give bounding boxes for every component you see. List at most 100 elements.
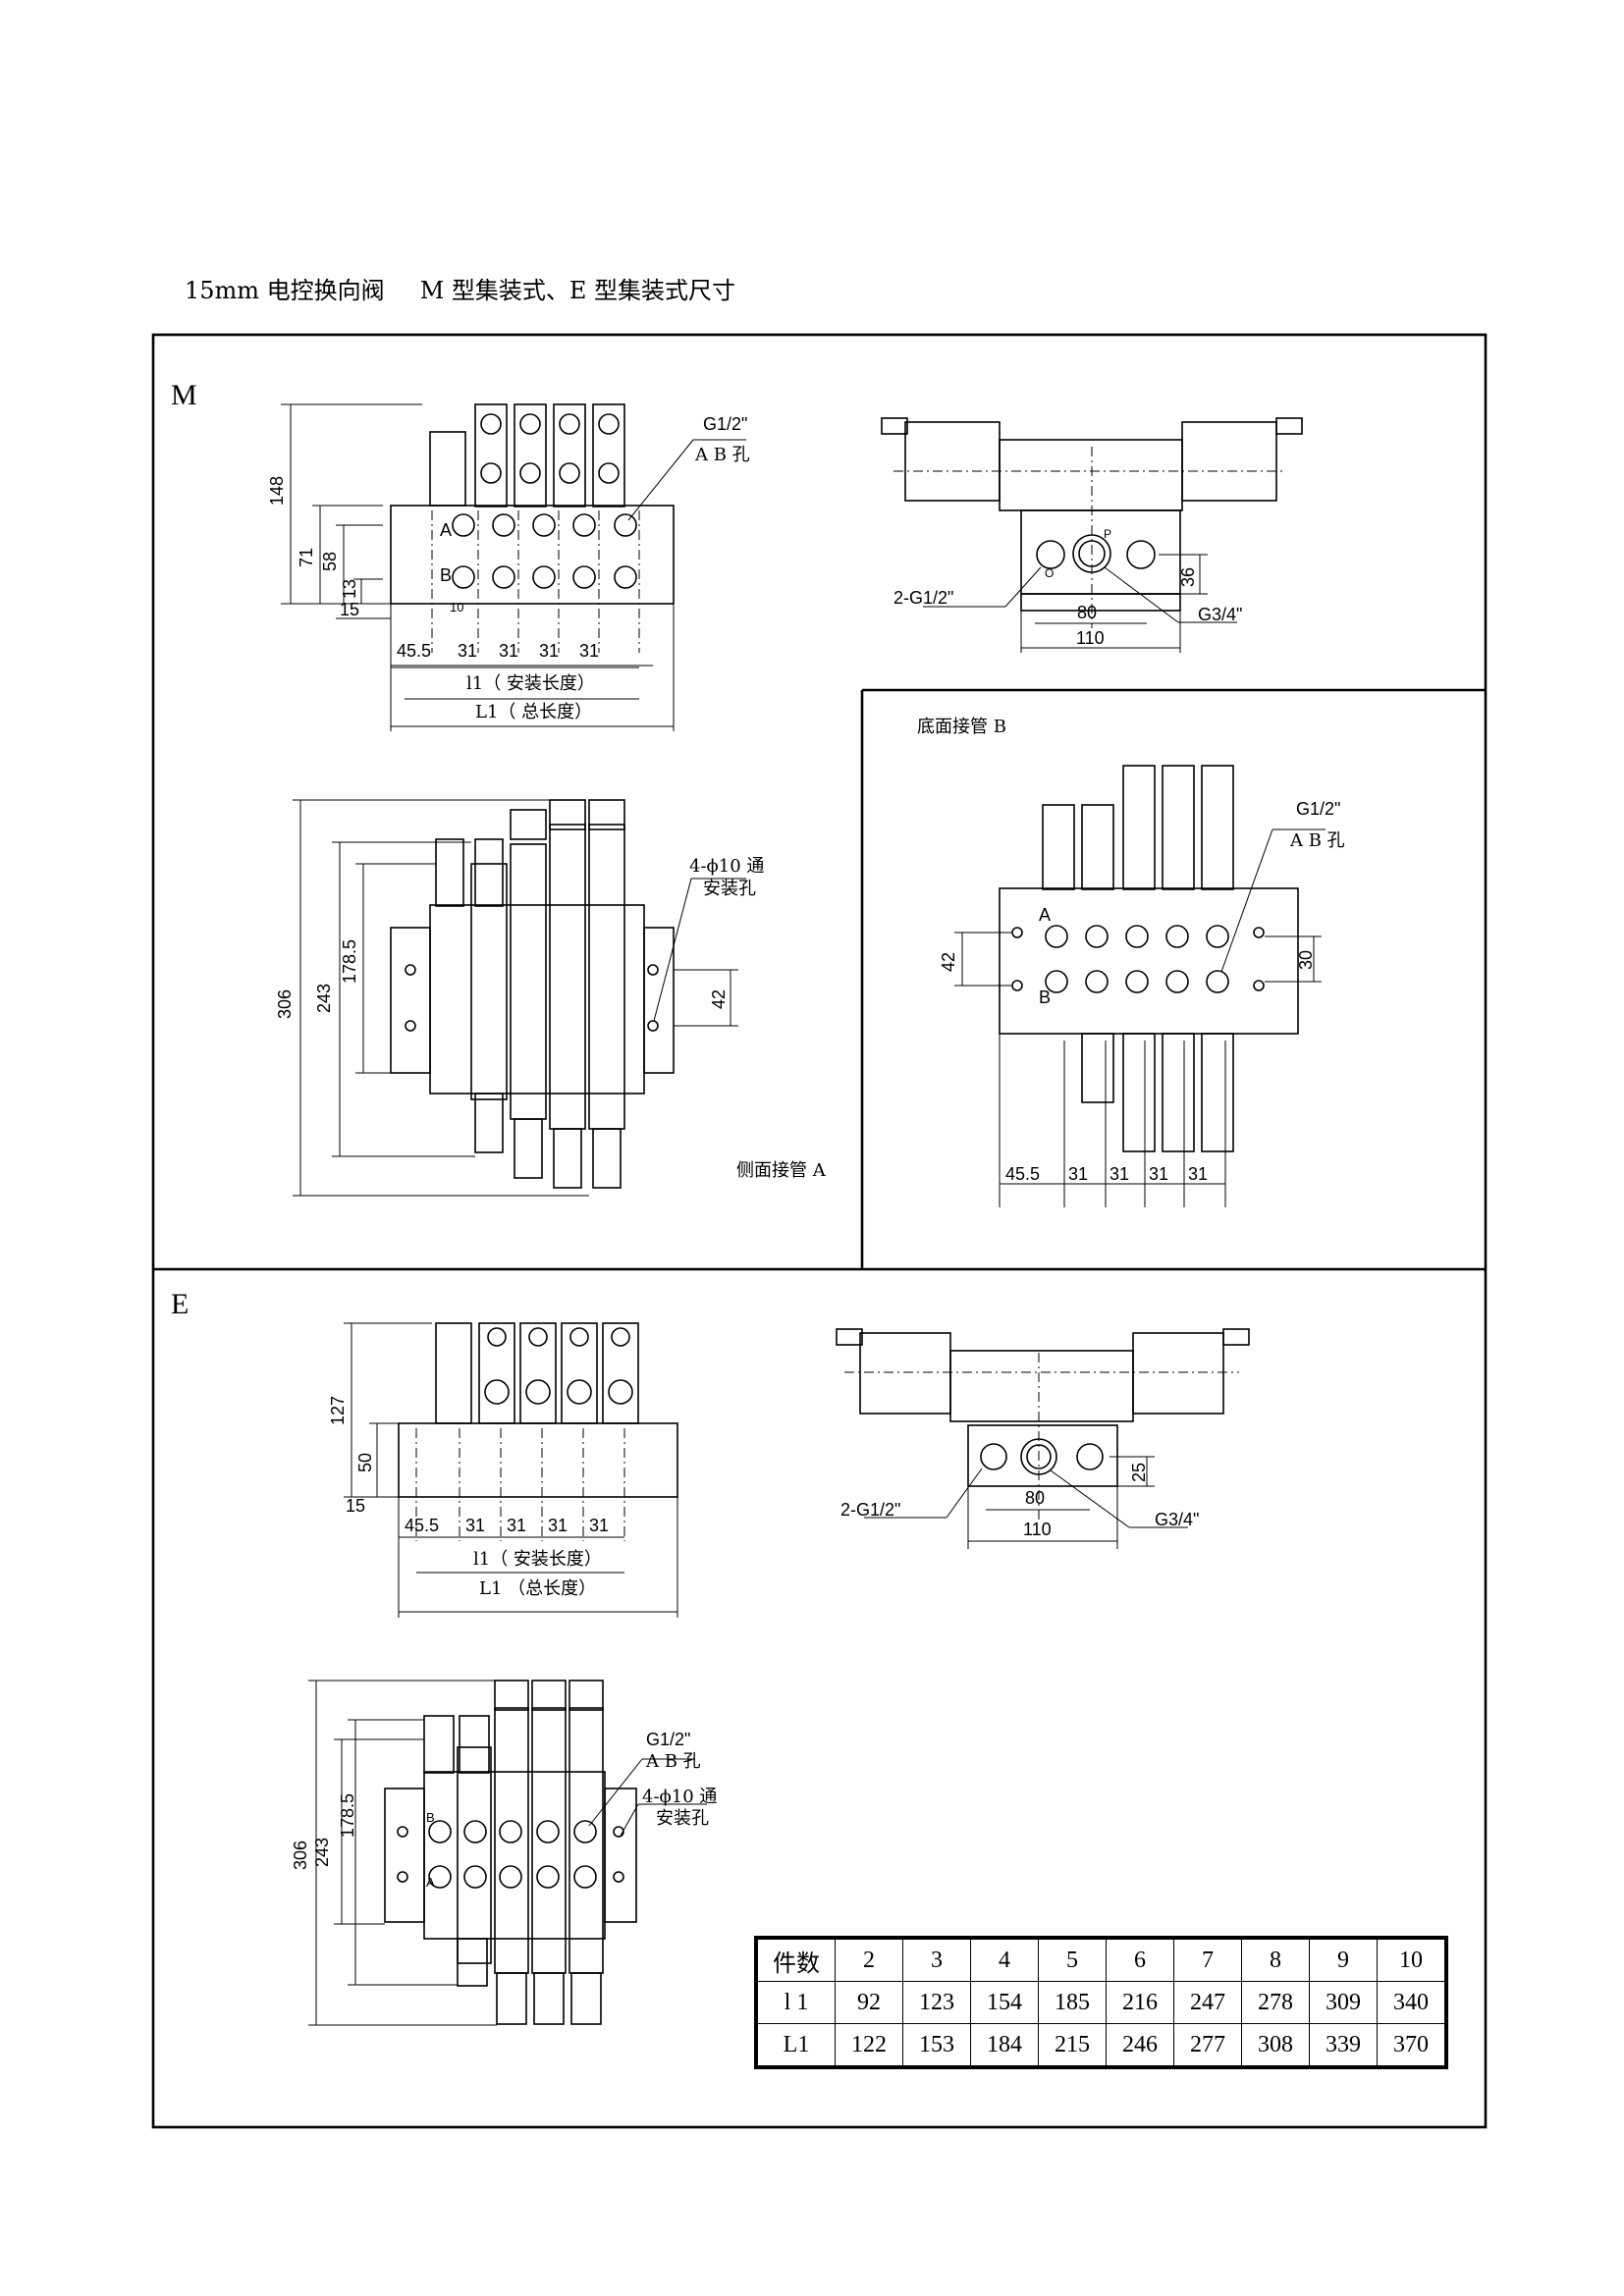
table-cell: 8 bbox=[1241, 1939, 1310, 1982]
m-front-dim-31-b: 31 bbox=[499, 641, 518, 661]
e-top-dim-178-5: 178.5 bbox=[338, 1793, 357, 1838]
m-bottom-dim-45-5: 45.5 bbox=[1005, 1164, 1040, 1184]
table-row-l1-total: L1 122 153 184 215 246 277 308 339 370 bbox=[757, 2023, 1445, 2066]
m-top-caption: 侧面接管 A bbox=[736, 1160, 827, 1181]
e-front-l1-small: l1（ 安装长度） bbox=[473, 1549, 602, 1570]
e-top-port-a: A bbox=[426, 1875, 435, 1890]
e-front-view: 127 50 15 45.5 31 31 31 31 l1（ 安装长度） L1 … bbox=[328, 1322, 678, 1618]
table-cell: 2 bbox=[835, 1939, 903, 1982]
m-front-port-a: A bbox=[440, 520, 452, 540]
table-cell: 10 bbox=[1377, 1939, 1445, 1982]
table-cell: 215 bbox=[1038, 2023, 1107, 2066]
e-front-dim-127: 127 bbox=[328, 1396, 348, 1425]
table-cell: 7 bbox=[1173, 1939, 1242, 1982]
m-top-dim-243: 243 bbox=[314, 984, 334, 1013]
e-top-note-ab: A B 孔 bbox=[645, 1751, 701, 1772]
m-front-dim-13: 13 bbox=[340, 579, 359, 599]
e-top-note-g12: G1/2" bbox=[646, 1730, 690, 1749]
m-side-note-g34: G3/4" bbox=[1198, 605, 1242, 624]
table-cell: 件数 bbox=[757, 1939, 836, 1982]
table-cell: 278 bbox=[1241, 1981, 1310, 2024]
m-top-dim-306: 306 bbox=[275, 989, 295, 1019]
table-cell: 308 bbox=[1241, 2023, 1310, 2066]
m-bottom-port-b: B bbox=[1039, 988, 1051, 1007]
table-cell: 5 bbox=[1038, 1939, 1107, 1982]
e-side-dim-110: 110 bbox=[1023, 1520, 1052, 1539]
m-bottom-dim-31-b: 31 bbox=[1110, 1164, 1129, 1184]
m-top-dim-178-5: 178.5 bbox=[340, 939, 359, 984]
m-front-pitch-label: 10 bbox=[450, 600, 463, 614]
table-cell: 247 bbox=[1173, 1981, 1242, 2024]
m-bottom-dim-42: 42 bbox=[939, 952, 958, 972]
m-front-dim-15: 15 bbox=[340, 600, 359, 619]
m-front-dim-31-d: 31 bbox=[579, 641, 599, 661]
section-label-e: E bbox=[171, 1288, 189, 1320]
m-side-o-label: O bbox=[1045, 566, 1054, 580]
table-cell: 4 bbox=[970, 1939, 1039, 1982]
table-row-count: 件数 2 3 4 5 6 7 8 9 10 bbox=[757, 1939, 1445, 1982]
m-front-view: 148 71 58 13 15 45.5 31 31 31 31 A B 10 … bbox=[267, 403, 750, 731]
m-front-dim-148: 148 bbox=[267, 476, 287, 506]
m-front-dim-45-5: 45.5 bbox=[397, 641, 431, 661]
m-top-note-holes: 4-ϕ10 通 bbox=[689, 856, 764, 877]
table-cell: 339 bbox=[1309, 2023, 1378, 2066]
table-cell: L1 bbox=[757, 2023, 836, 2066]
frame-borders bbox=[151, 333, 1488, 2129]
e-front-dim-50: 50 bbox=[355, 1453, 375, 1472]
m-front-dim-71: 71 bbox=[297, 548, 316, 567]
m-front-l1-small: l1（ 安装长度） bbox=[466, 673, 595, 694]
m-front-port-b: B bbox=[440, 565, 452, 585]
e-side-note-2g12: 2-G1/2" bbox=[840, 1500, 900, 1520]
e-front-l1-total: L1 （总长度） bbox=[479, 1578, 596, 1599]
e-side-note-g34: G3/4" bbox=[1155, 1510, 1199, 1529]
m-bottom-dim-30: 30 bbox=[1296, 950, 1316, 970]
table-cell: 184 bbox=[970, 2023, 1039, 2066]
table-cell: 122 bbox=[835, 2023, 903, 2066]
m-bottom-dim-31-c: 31 bbox=[1149, 1164, 1168, 1184]
m-side-dim-80: 80 bbox=[1077, 603, 1097, 622]
m-bottom-port-a: A bbox=[1039, 905, 1051, 925]
m-front-dim-31-a: 31 bbox=[458, 641, 477, 661]
table-cell: 340 bbox=[1377, 1981, 1445, 2024]
page-title-right: M 型集装式、E 型集装式尺寸 bbox=[419, 277, 736, 304]
table-row-l1-small: l 1 92 123 154 185 216 247 278 309 340 bbox=[757, 1981, 1445, 2024]
m-side-view: 36 80 110 2-G1/2" G3/4" P O bbox=[881, 417, 1303, 653]
table-cell: 216 bbox=[1106, 1981, 1174, 2024]
table-cell: 277 bbox=[1173, 2023, 1242, 2066]
m-side-dim-110: 110 bbox=[1076, 628, 1105, 648]
e-front-dim-31-a: 31 bbox=[465, 1516, 485, 1535]
table-cell: 123 bbox=[902, 1981, 971, 2024]
table-cell: l 1 bbox=[757, 1981, 836, 2024]
e-side-dim-25: 25 bbox=[1129, 1463, 1149, 1482]
m-side-note-2g12: 2-G1/2" bbox=[893, 588, 953, 608]
m-side-dim-36: 36 bbox=[1178, 567, 1198, 587]
m-front-l1-total: L1（ 总长度） bbox=[475, 702, 592, 722]
table-cell: 309 bbox=[1309, 1981, 1378, 2024]
e-front-dim-31-d: 31 bbox=[589, 1516, 609, 1535]
e-top-dim-243: 243 bbox=[312, 1838, 332, 1867]
m-top-note-holes2: 安装孔 bbox=[703, 879, 756, 899]
m-bottom-dim-31-a: 31 bbox=[1068, 1164, 1088, 1184]
e-side-view: 25 80 110 2-G1/2" G3/4" bbox=[836, 1328, 1250, 1549]
m-front-note-ab: A B 孔 bbox=[694, 445, 750, 465]
m-front-dim-31-c: 31 bbox=[539, 641, 559, 661]
m-bottom-note-g12: G1/2" bbox=[1296, 799, 1340, 819]
page-title-left: 15mm 电控换向阀 bbox=[185, 277, 385, 304]
table-cell: 246 bbox=[1106, 2023, 1174, 2066]
e-top-note-holes2: 安装孔 bbox=[656, 1808, 709, 1829]
m-bottom-view: 底面接管 B G1/2" A B 孔 42 30 45.5 31 31 31 bbox=[917, 717, 1345, 1207]
e-front-dim-31-b: 31 bbox=[507, 1516, 526, 1535]
m-bottom-caption: 底面接管 B bbox=[917, 717, 1006, 737]
table-cell: 185 bbox=[1038, 1981, 1107, 2024]
dimension-table: 件数 2 3 4 5 6 7 8 9 10 l 1 92 123 154 185… bbox=[754, 1936, 1448, 2069]
m-top-view: 306 243 178.5 42 4-ϕ10 通 安装孔 侧面接管 A bbox=[275, 799, 827, 1197]
m-front-note-g12: G1/2" bbox=[703, 414, 747, 434]
table-cell: 92 bbox=[835, 1981, 903, 2024]
table-cell: 6 bbox=[1106, 1939, 1174, 1982]
e-top-note-holes: 4-ϕ10 通 bbox=[642, 1787, 717, 1807]
e-top-port-b: B bbox=[426, 1810, 435, 1825]
table-cell: 370 bbox=[1377, 2023, 1445, 2066]
m-side-p-label: P bbox=[1104, 527, 1111, 541]
e-top-view: 306 243 178.5 G1/2" A B 孔 4-ϕ10 通 安装孔 A … bbox=[291, 1680, 717, 2026]
